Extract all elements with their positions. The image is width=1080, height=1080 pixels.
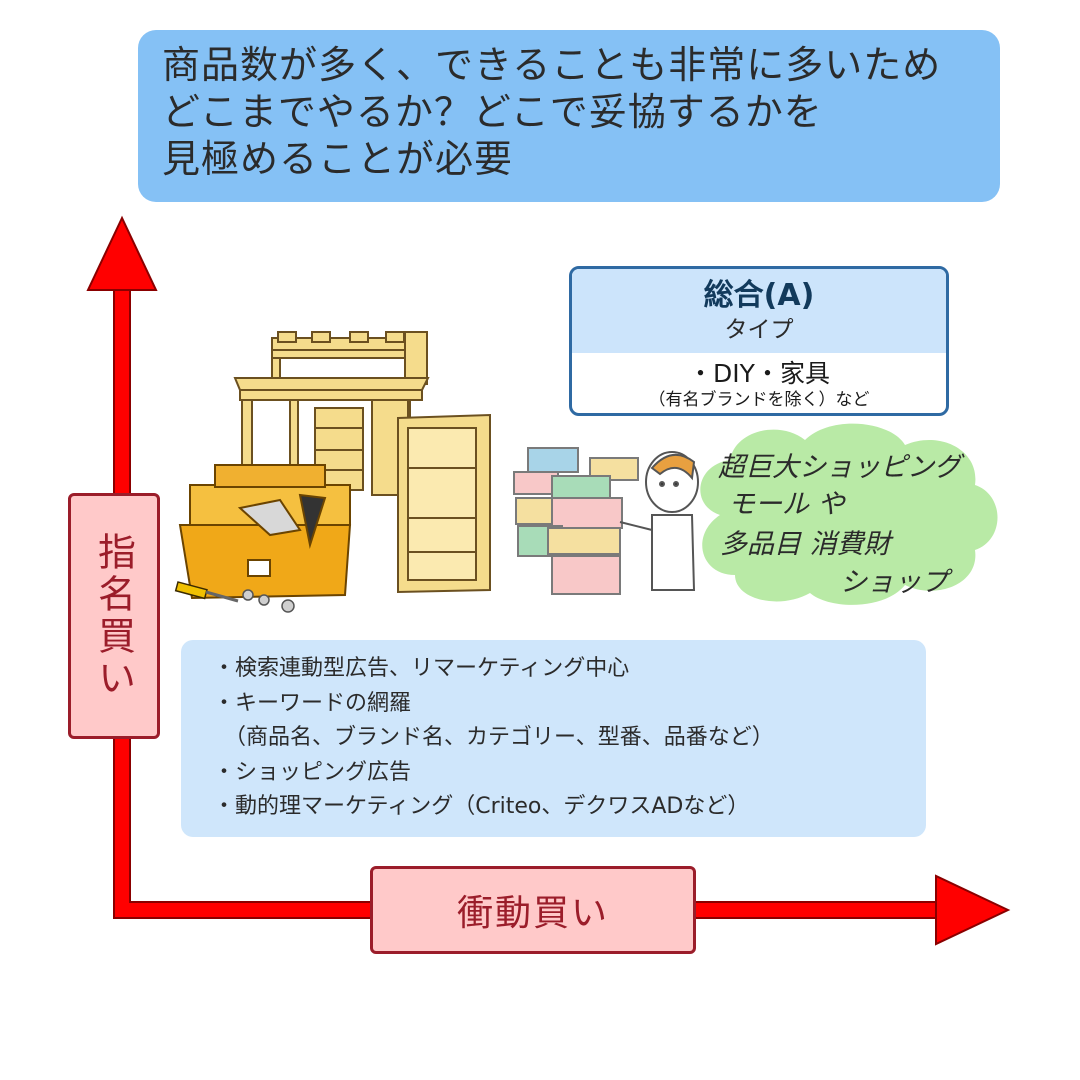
type-card-header: 総合(A) タイプ <box>572 269 946 353</box>
box-icon <box>527 447 579 473</box>
list-item: ・検索連動型広告、リマーケティング中心 <box>213 656 630 681</box>
cloud-text-line: 超巨大ショッピング <box>718 452 961 483</box>
screw-icon <box>242 589 295 613</box>
list-item: ・ショッピング広告 <box>213 759 412 785</box>
type-title: 総合(A) <box>703 278 815 313</box>
y-axis-arrowhead <box>86 215 158 291</box>
screwdriver-icon <box>174 581 239 603</box>
diy-furniture-illustration <box>174 331 491 613</box>
bookshelf-icon <box>397 413 491 594</box>
cloud-text-line: モール や <box>728 489 845 520</box>
box-icon <box>515 497 557 525</box>
y-axis-label: 指名買い <box>68 493 160 739</box>
banner-line: 見極めることが必要 <box>162 137 514 181</box>
box-icon <box>547 527 621 555</box>
banner-line: どこまでやるか？どこで妥協するかを <box>162 90 823 134</box>
type-card: 総合(A) タイプ ・DIY・家具 （有名ブランドを除く）など <box>569 266 949 416</box>
cloud-text-line: ショップ <box>840 567 948 598</box>
tactics-list: ・検索連動型広告、リマーケティング中心 ・キーワードの網羅 （商品名、ブランド名… <box>181 640 926 837</box>
box-icon <box>551 497 623 529</box>
y-axis-label-text: 指名買い <box>91 532 136 700</box>
cloud-shape <box>700 423 998 605</box>
box-icon <box>589 457 639 481</box>
boxes-illustration <box>513 447 699 595</box>
list-item: ・動的理マーケティング（Criteo、デクワスADなど） <box>213 794 750 819</box>
box-icon <box>551 555 621 595</box>
list-item: ・キーワードの網羅 <box>213 690 412 716</box>
banner-line: 商品数が多く、できることも非常に多いため <box>162 43 942 87</box>
type-subtitle: タイプ <box>724 317 794 343</box>
x-axis-label: 衝動買い <box>370 866 696 954</box>
list-item: （商品名、ブランド名、カテゴリー、型番、品番など） <box>213 725 774 750</box>
cloud-text-line: 多品目 消費財 <box>720 529 891 560</box>
x-axis-arrowhead <box>935 874 1011 946</box>
type-item: ・DIY・家具 <box>688 359 830 388</box>
toolbox-icon <box>178 464 352 600</box>
character-icon <box>619 451 699 591</box>
x-axis-label-text: 衝動買い <box>456 893 609 934</box>
type-note: （有名ブランドを除く）など <box>648 390 870 410</box>
message-banner: 商品数が多く、できることも非常に多いため どこまでやるか？どこで妥協するかを 見… <box>138 30 1000 202</box>
